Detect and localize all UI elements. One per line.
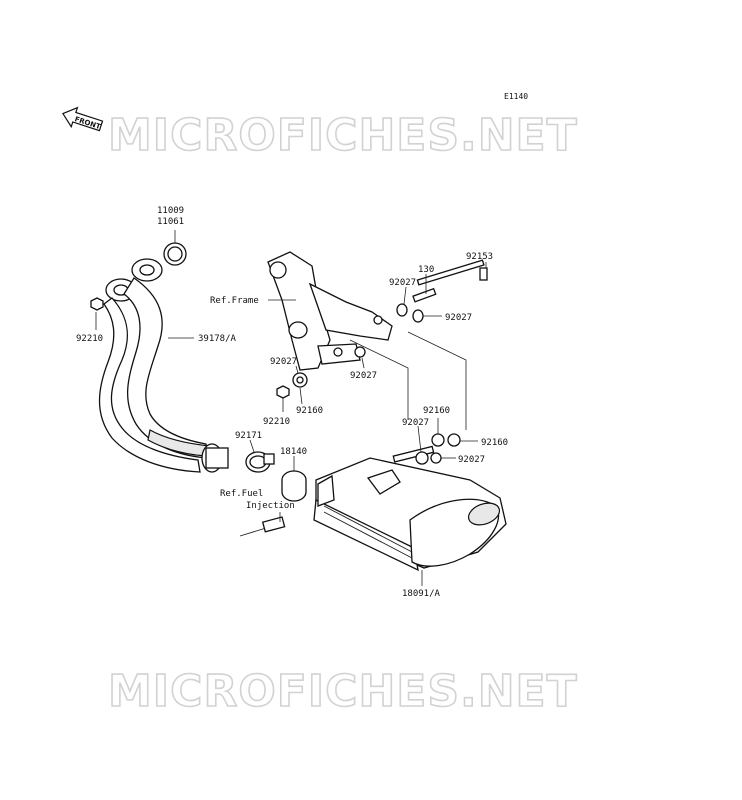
header-pipe	[90, 242, 229, 473]
label-ref-fuel: Ref.Fuel	[220, 489, 263, 499]
label-11009: 11009	[157, 206, 184, 216]
label-92160-c: 92160	[481, 438, 508, 448]
gasket-18140	[281, 470, 307, 502]
leader-lines	[95, 230, 487, 586]
label-92027-b: 92027	[445, 313, 472, 323]
bolt-130	[412, 287, 437, 303]
label-92027-c: 92027	[270, 357, 297, 367]
diagram-code: E1140	[504, 92, 528, 101]
muffler-18091	[313, 445, 507, 572]
frame-bracket	[267, 251, 393, 371]
grommet-92160-right-b	[447, 433, 461, 447]
label-130: 130	[418, 265, 434, 275]
label-ref-frame: Ref.Frame	[210, 296, 259, 306]
label-injection: Injection	[246, 501, 295, 511]
label-92153: 92153	[466, 252, 493, 262]
label-92210-b: 92210	[263, 417, 290, 427]
label-92171: 92171	[235, 431, 262, 441]
watermark-top: MICROFICHES.NET	[108, 110, 578, 161]
nut-92210-header	[90, 297, 104, 311]
label-92027-a: 92027	[389, 278, 416, 288]
label-92210-a: 92210	[76, 334, 103, 344]
label-92160-b: 92160	[423, 406, 450, 416]
label-92027-d: 92027	[350, 371, 377, 381]
label-92160-a: 92160	[296, 406, 323, 416]
sensor-part	[239, 516, 286, 537]
washer-92027-right-b	[430, 452, 442, 464]
clamp-92171	[245, 451, 275, 473]
bolt-92153	[416, 259, 488, 286]
washer-92027-right	[415, 451, 429, 465]
label-92027-f: 92027	[458, 455, 485, 465]
washer-92027-mid	[354, 346, 366, 358]
grommet-92160-right-a	[431, 433, 445, 447]
label-11061: 11061	[157, 217, 184, 227]
watermark-bottom: MICROFICHES.NET	[108, 666, 578, 717]
label-39178: 39178/A	[198, 334, 237, 344]
nut-92210-bracket	[276, 385, 290, 399]
label-92027-e: 92027	[402, 418, 429, 428]
washer-92027-upper	[396, 303, 408, 317]
washer-92027-upper-b	[412, 309, 424, 323]
label-18091: 18091/A	[402, 589, 441, 599]
label-18140: 18140	[280, 447, 307, 457]
front-arrow-icon: FRONT	[62, 106, 104, 132]
header-outlet	[205, 447, 229, 469]
